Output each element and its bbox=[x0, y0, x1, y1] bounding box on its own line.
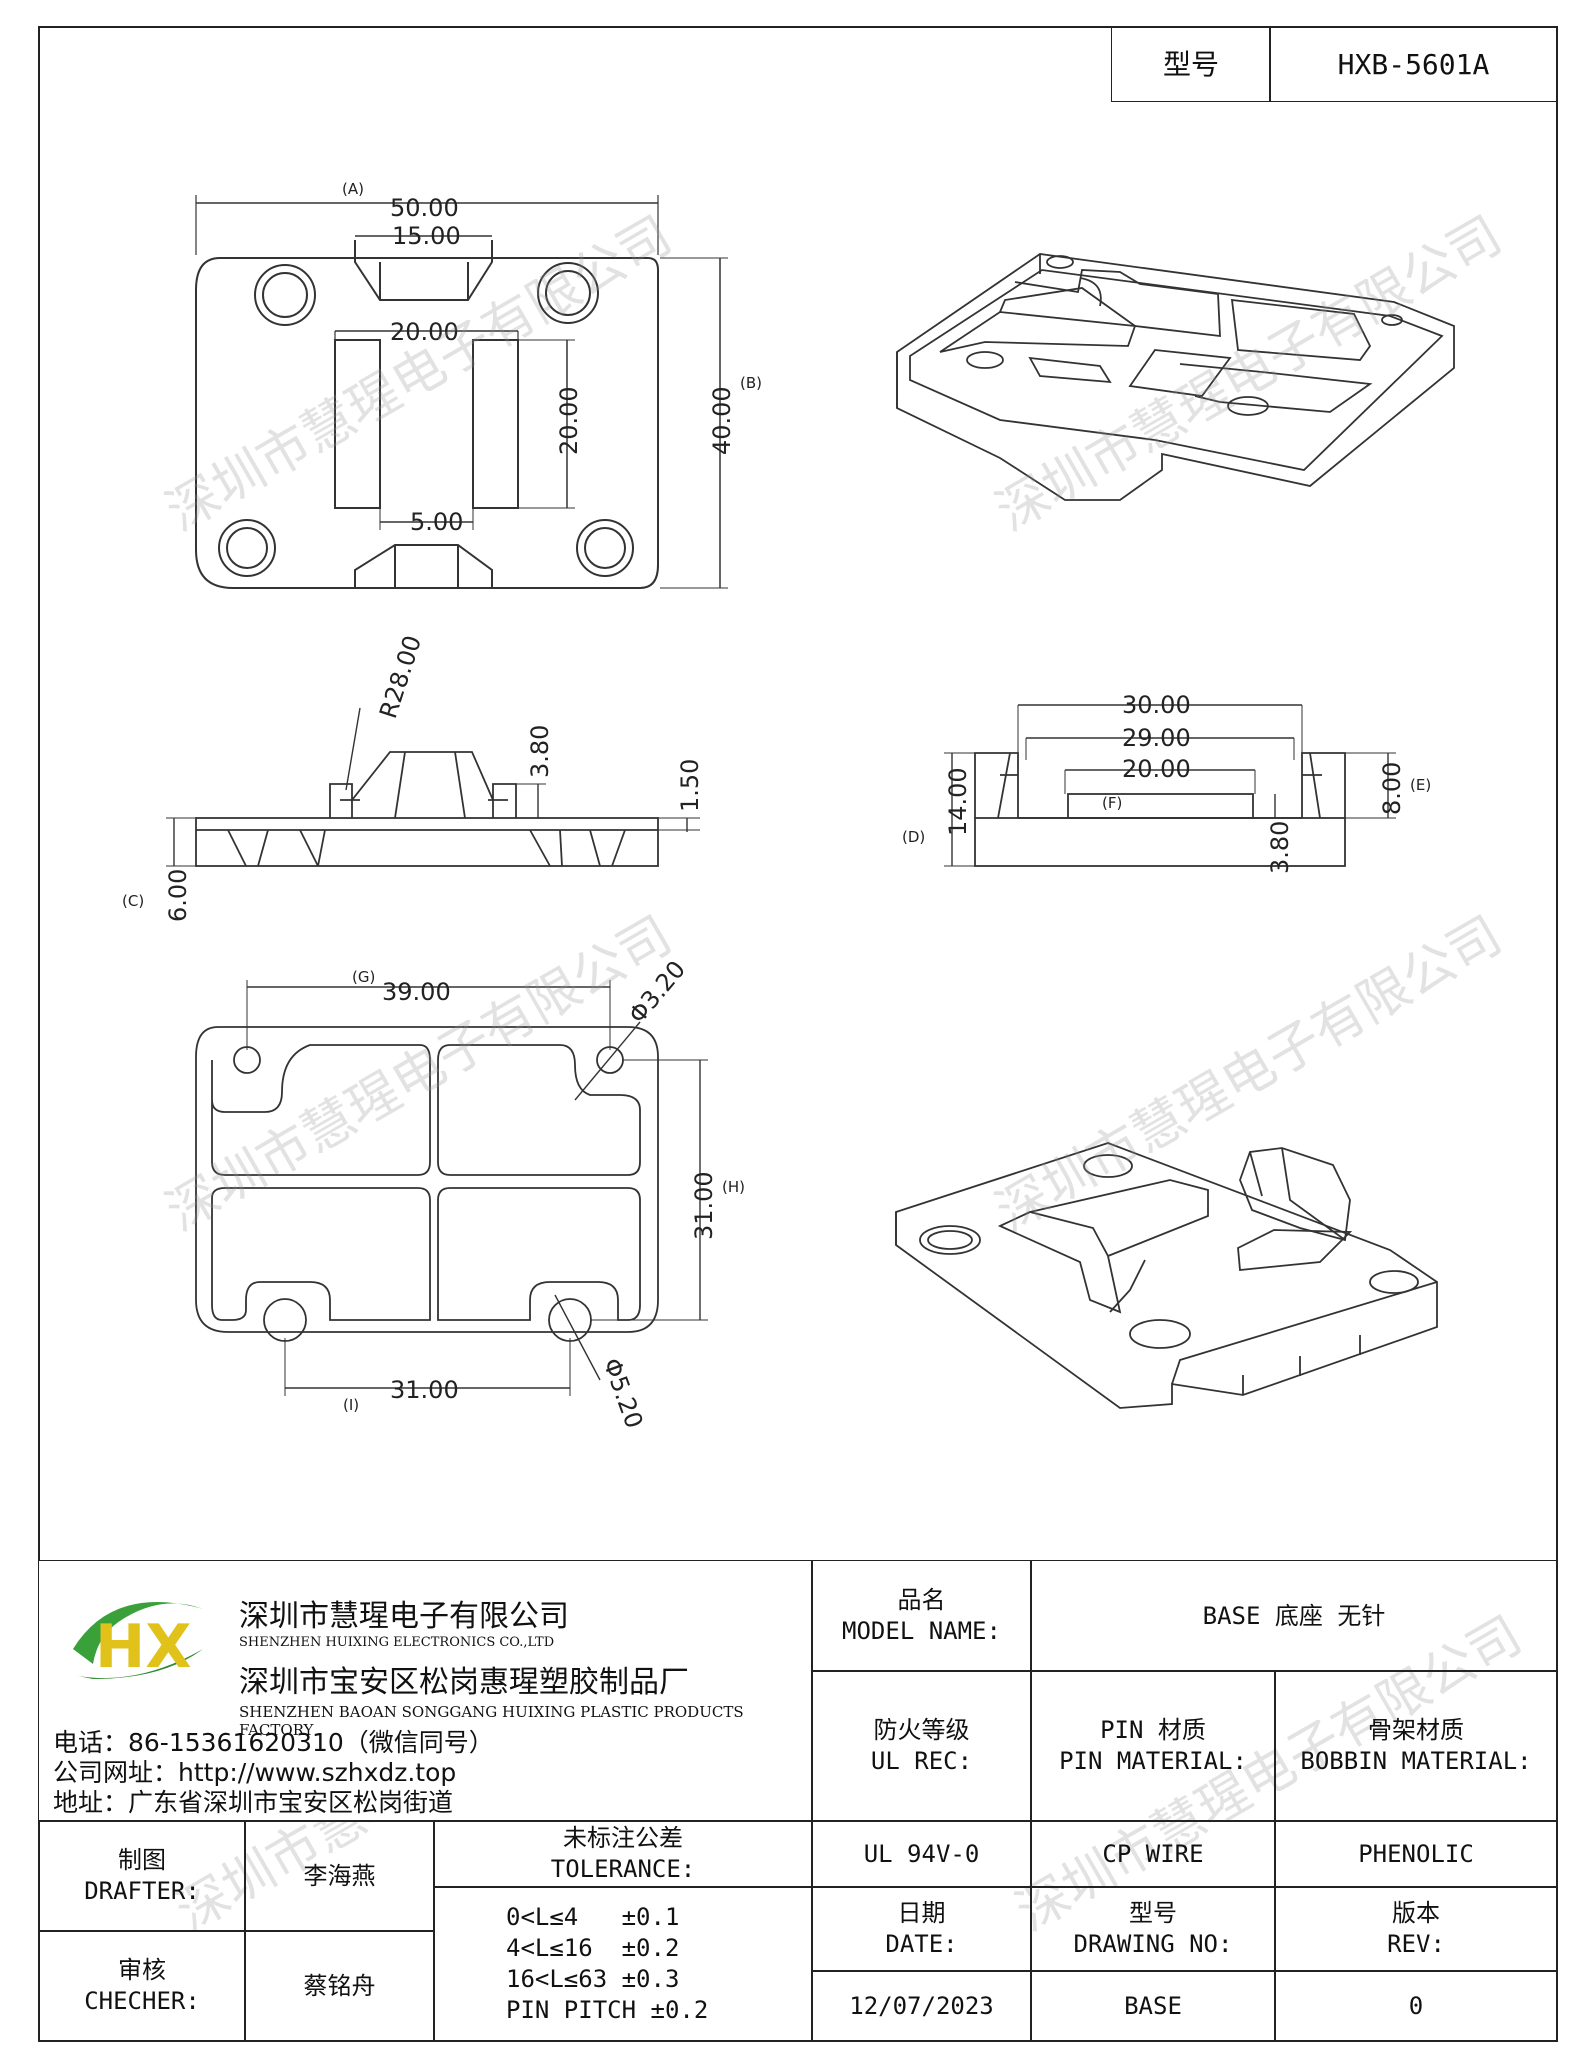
side-view bbox=[166, 707, 700, 867]
ul-value: UL 94V-0 bbox=[811, 1820, 1032, 1888]
iso-view-bottom bbox=[895, 1142, 1438, 1409]
checker-name: 蔡铭舟 bbox=[244, 1930, 435, 2042]
tolerance-values: 0<L≤4 ±0.1 4<L≤16 ±0.2 16<L≤63 ±0.3 PIN … bbox=[433, 1886, 813, 2042]
company-area: HX 深圳市慧瑆电子有限公司 SHENZHEN HUIXING ELECTRON… bbox=[38, 1560, 813, 1822]
technical-drawings: (A) 50.00 15.00 20.00 5.00 (B) 20.00 40.… bbox=[122, 180, 1455, 1432]
drawing-no-value: BASE bbox=[1030, 1970, 1276, 2042]
factory-name-en: SHENZHEN BAOAN SONGGANG HUIXING PLASTIC … bbox=[239, 1703, 744, 1739]
dim-step-height: 1.50 bbox=[676, 759, 704, 812]
header-model-label: 型号 bbox=[1111, 26, 1271, 102]
date-value: 12/07/2023 bbox=[811, 1970, 1032, 2042]
dim-gap: 5.00 bbox=[410, 508, 463, 536]
dim-wall-height: 8.00 bbox=[1378, 762, 1406, 815]
bottom-view bbox=[195, 980, 708, 1396]
dim-width-29: 29.00 bbox=[1122, 724, 1191, 752]
company-name-en: SHENZHEN HUIXING ELECTRONICS CO.,LTD bbox=[239, 1635, 555, 1650]
dim-height-14: 14.00 bbox=[944, 767, 972, 836]
dim-rib-height: 3.80 bbox=[526, 725, 554, 778]
dim-slot-width: 15.00 bbox=[392, 222, 461, 250]
dim-hole-span: 39.00 bbox=[382, 978, 451, 1006]
dim-inner-height: 3.80 bbox=[1266, 821, 1294, 874]
dim-slot-height: 20.00 bbox=[555, 386, 583, 455]
factory-name-cn: 深圳市宝安区松岗惠瑆塑胶制品厂 bbox=[239, 1665, 689, 1700]
ref-a-label: (A) bbox=[342, 180, 364, 198]
ref-c-label: (C) bbox=[122, 892, 144, 910]
pin-material-value: CP WIRE bbox=[1030, 1820, 1276, 1888]
ref-d-label: (D) bbox=[902, 828, 925, 846]
end-view bbox=[944, 704, 1396, 867]
dim-base-height: 6.00 bbox=[164, 869, 192, 922]
end-view-labels: 30.00 29.00 20.00 (F) (D) 14.00 8.00 (E)… bbox=[902, 691, 1431, 874]
dim-big-hole: Φ5.20 bbox=[597, 1354, 648, 1432]
rev-value: 0 bbox=[1274, 1970, 1558, 2042]
company-address: 地址：广东省深圳市宝安区松岗街道 bbox=[53, 1788, 454, 1817]
header-model-value: HXB-5601A bbox=[1269, 26, 1558, 102]
drafter-name: 李海燕 bbox=[244, 1820, 435, 1932]
model-name-value: BASE 底座 无针 bbox=[1030, 1560, 1558, 1672]
ref-b-label: (B) bbox=[740, 374, 762, 392]
dim-radius: R28.00 bbox=[374, 632, 427, 722]
company-website: 公司网址：http://www.szhxdz.top bbox=[53, 1758, 457, 1787]
dim-width-total: 50.00 bbox=[390, 194, 459, 222]
top-view-labels: (A) 50.00 15.00 20.00 5.00 (B) 20.00 40.… bbox=[342, 180, 762, 536]
dim-width-20: 20.00 bbox=[1122, 755, 1191, 783]
dim-small-hole: Φ3.20 bbox=[623, 955, 691, 1028]
company-phone: 电话：86-15361620310（微信同号） bbox=[53, 1728, 494, 1757]
dim-height-total: 40.00 bbox=[708, 386, 736, 455]
company-logo: HX bbox=[53, 1579, 223, 1689]
ref-f-label: (F) bbox=[1102, 794, 1122, 812]
iso-view-top bbox=[896, 253, 1455, 501]
ref-g-label: (G) bbox=[352, 968, 375, 986]
logo-text: HX bbox=[95, 1612, 191, 1682]
ref-e-label: (E) bbox=[1410, 776, 1431, 794]
bobbin-material-value: PHENOLIC bbox=[1274, 1820, 1558, 1888]
company-name-cn: 深圳市慧瑆电子有限公司 bbox=[239, 1599, 569, 1634]
ref-h-label: (H) bbox=[722, 1178, 745, 1196]
dim-width-30: 30.00 bbox=[1122, 691, 1191, 719]
dim-hole-vertical: 31.00 bbox=[690, 1171, 718, 1240]
ref-i-label: (I) bbox=[343, 1396, 359, 1414]
dim-pin-span: 20.00 bbox=[390, 318, 459, 346]
top-view bbox=[195, 195, 728, 589]
side-view-labels: R28.00 3.80 1.50 6.00 (C) bbox=[122, 632, 704, 922]
dim-big-hole-span: 31.00 bbox=[390, 1376, 459, 1404]
